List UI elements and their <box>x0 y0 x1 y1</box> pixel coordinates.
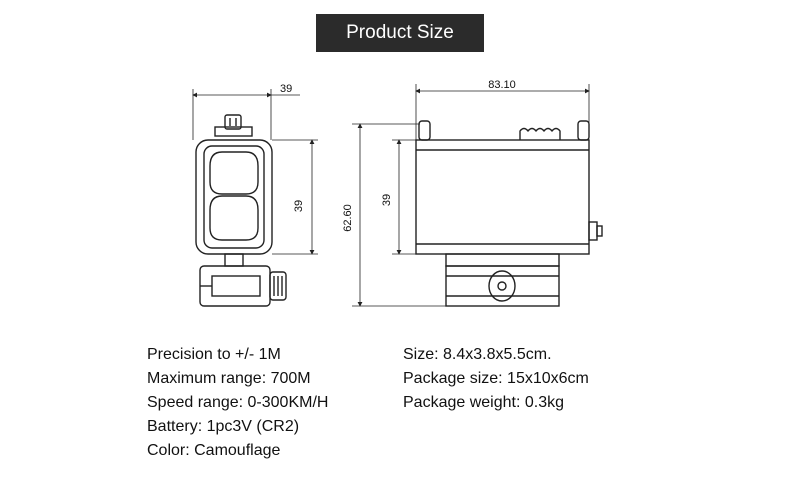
side-view <box>352 84 603 307</box>
side-width-label: 83.10 <box>488 79 516 91</box>
spec-battery: Battery: 1pc3V (CR2) <box>147 418 300 435</box>
spec-color: Color: Camouflage <box>147 442 281 459</box>
spec-list-left: Precision to +/- 1M Maximum range: 700M … <box>147 343 328 463</box>
spec-list-right: Size: 8.4x3.8x5.5cm. Package size: 15x10… <box>403 343 589 415</box>
spec-package-size: Package size: 15x10x6cm <box>403 370 589 387</box>
side-body-height-label: 39 <box>381 194 393 206</box>
side-total-height-label: 62.60 <box>342 204 354 232</box>
spec-size: Size: 8.4x3.8x5.5cm. <box>403 346 552 363</box>
front-height-label: 39 <box>293 200 305 212</box>
page-title: Product Size <box>316 14 484 52</box>
front-width-label: 39 <box>280 83 292 95</box>
front-view <box>192 89 318 307</box>
spec-speed-range: Speed range: 0-300KM/H <box>147 394 329 411</box>
spec-max-range: Maximum range: 700M <box>147 370 311 387</box>
spec-precision: Precision to +/- 1M <box>147 346 281 363</box>
spec-package-weight: Package weight: 0.3kg <box>403 394 564 411</box>
